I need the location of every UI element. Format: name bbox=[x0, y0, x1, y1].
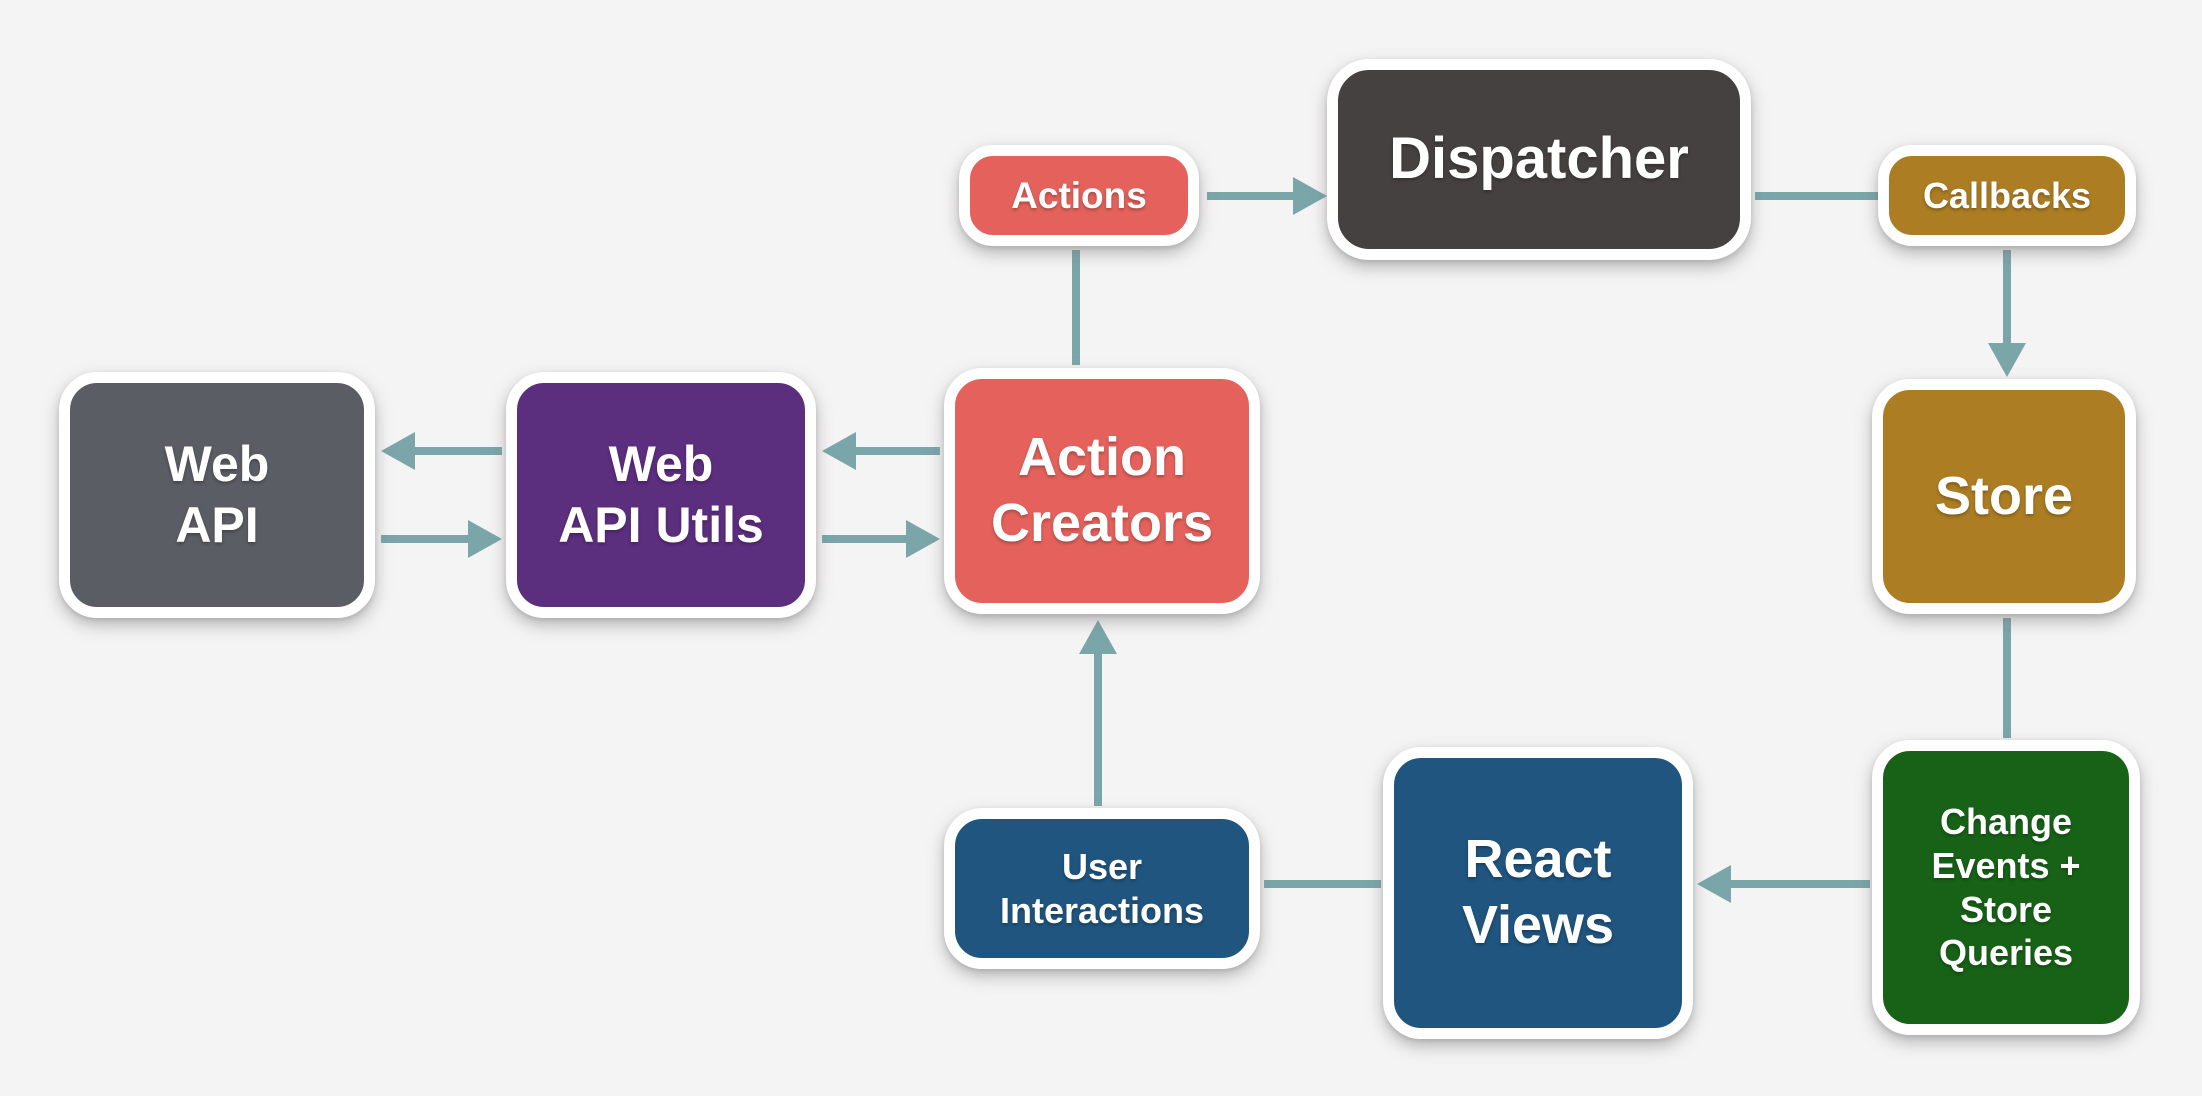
edge-user-interactions-to-action-creators-arrowhead-icon bbox=[1079, 620, 1117, 654]
edge-change-events-to-react-views-line bbox=[1731, 880, 1870, 888]
node-user-interactions: User Interactions bbox=[944, 808, 1260, 969]
edge-dispatcher-to-callbacks-line bbox=[1755, 192, 1878, 200]
node-store: Store bbox=[1872, 379, 2136, 614]
edge-web-api-utils-to-web-api-arrowhead-icon bbox=[381, 432, 415, 470]
node-store-label: Store bbox=[1934, 465, 2074, 526]
node-action-creators-label: Action Creators bbox=[990, 427, 1214, 553]
node-dispatcher: Dispatcher bbox=[1327, 59, 1751, 260]
node-actions: Actions bbox=[959, 145, 1199, 246]
edge-actions-to-dispatcher-line bbox=[1207, 192, 1293, 200]
node-web-api: Web API bbox=[59, 372, 375, 618]
node-callbacks-label: Callbacks bbox=[1922, 174, 2092, 216]
node-web-api-utils-label: Web API Utils bbox=[558, 436, 764, 553]
node-dispatcher-label: Dispatcher bbox=[1389, 126, 1689, 192]
node-action-creators: Action Creators bbox=[944, 368, 1260, 614]
edge-change-events-to-react-views-arrowhead-icon bbox=[1697, 865, 1731, 903]
edge-action-creators-to-web-api-utils-line bbox=[856, 447, 940, 455]
edge-action-creators-to-actions-line bbox=[1072, 250, 1080, 365]
node-react-views-label: React Views bbox=[1461, 829, 1615, 955]
edge-web-api-utils-to-action-creators-arrowhead-icon bbox=[906, 520, 940, 558]
node-change-events-store-queries-label: Change Events + Store Queries bbox=[1931, 800, 2081, 974]
edge-web-api-to-web-api-utils-arrowhead-icon bbox=[468, 520, 502, 558]
node-react-views: React Views bbox=[1383, 747, 1693, 1039]
edge-callbacks-to-store-line bbox=[2003, 250, 2011, 343]
node-web-api-utils: Web API Utils bbox=[506, 372, 816, 618]
node-web-api-label: Web API bbox=[164, 436, 270, 553]
node-callbacks: Callbacks bbox=[1878, 145, 2136, 246]
edge-callbacks-to-store-arrowhead-icon bbox=[1988, 343, 2026, 377]
edge-react-views-to-user-interactions-line bbox=[1264, 880, 1381, 888]
edge-web-api-utils-to-action-creators-line bbox=[822, 535, 906, 543]
edge-user-interactions-to-action-creators-line bbox=[1094, 654, 1102, 806]
edge-action-creators-to-web-api-utils-arrowhead-icon bbox=[822, 432, 856, 470]
node-actions-label: Actions bbox=[1011, 174, 1147, 216]
node-user-interactions-label: User Interactions bbox=[999, 845, 1205, 931]
node-change-events-store-queries: Change Events + Store Queries bbox=[1872, 740, 2140, 1035]
edge-store-to-change-events-line bbox=[2003, 618, 2011, 738]
edge-web-api-utils-to-web-api-line bbox=[415, 447, 502, 455]
edge-web-api-to-web-api-utils-line bbox=[381, 535, 468, 543]
edge-actions-to-dispatcher-arrowhead-icon bbox=[1293, 177, 1327, 215]
